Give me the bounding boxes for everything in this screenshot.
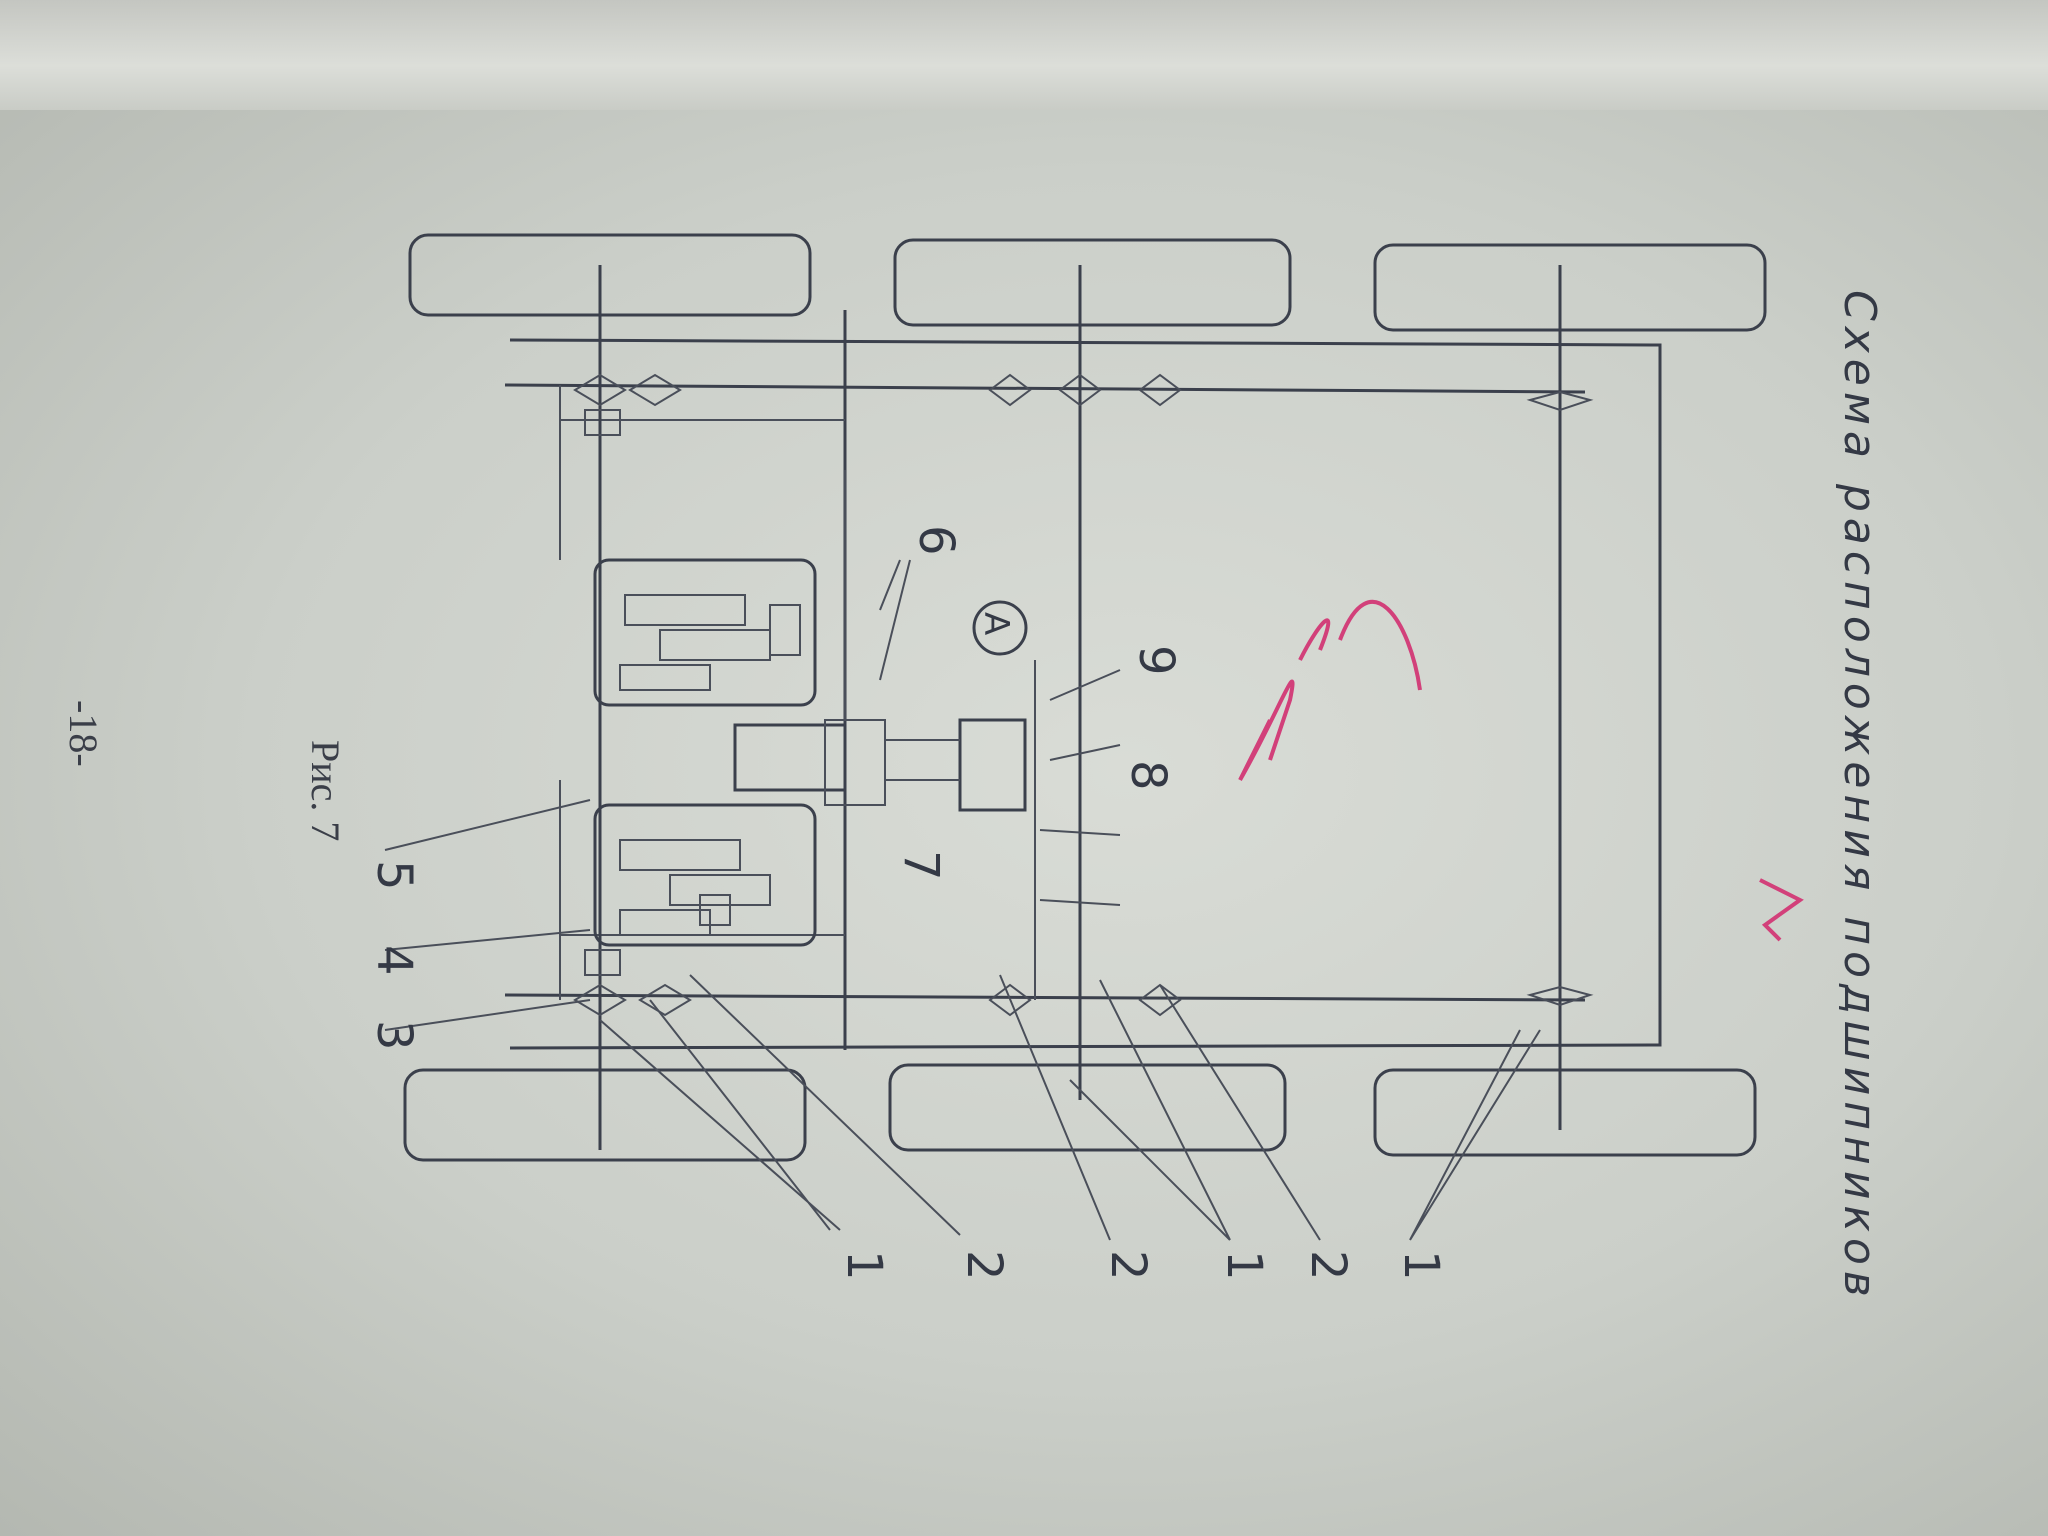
callout-label: 6: [908, 525, 964, 556]
wheel-top-middle: [893, 238, 1292, 327]
transmission-line-bottom: [559, 780, 845, 1000]
differential-unit: [733, 470, 1027, 812]
callouts-center: 6 7 8 9: [893, 525, 1184, 881]
page-binding-fold: [0, 0, 2048, 110]
page-number: -18-: [61, 700, 106, 767]
callout-label: 8: [1120, 760, 1176, 791]
callout-label: 1: [1393, 1250, 1449, 1281]
callout-label: 7: [893, 850, 949, 881]
wheel-bottom-middle: [888, 1063, 1287, 1152]
gearbox-upper: [593, 558, 817, 707]
callout-label: 1: [1216, 1250, 1272, 1281]
wheel-bottom-right: [1373, 1068, 1757, 1157]
bottom-axle-line: [504, 993, 1586, 1002]
diagram-title: Схема расположения подшипников: [1834, 290, 1885, 1303]
frame-outline: [509, 338, 1662, 1050]
callout-label: 9: [1128, 645, 1184, 676]
callout-label: 2: [1100, 1250, 1156, 1281]
wheel-bottom-left: [403, 1068, 807, 1162]
bearing-group-middle: [988, 265, 1182, 1100]
callout-label: 1: [836, 1250, 892, 1281]
callouts-bottom: 1 2 2 1 2 1: [836, 1250, 1449, 1281]
callout-leaders: [384, 559, 1541, 1241]
callout-label: 2: [956, 1250, 1012, 1281]
callout-label: 5: [366, 860, 422, 891]
callout-label: 3: [366, 1020, 422, 1051]
callouts-left: 3 4 5: [366, 860, 422, 1051]
wheel-top-left: [408, 233, 812, 317]
marker-a-label: A: [976, 612, 1016, 635]
callout-label: 2: [1300, 1250, 1356, 1281]
marker-a-circle: [972, 600, 1028, 656]
bearing-group-right: [1526, 265, 1594, 1130]
transmission-line-top: [559, 385, 845, 560]
red-pencil-mark: [1238, 600, 1422, 781]
red-pencil-number: [1759, 878, 1804, 942]
top-axle-line: [504, 383, 1586, 394]
figure-caption: Рис. 7: [303, 740, 348, 841]
gearbox-lower: [593, 803, 817, 947]
bearing-group-left: [573, 265, 692, 1150]
wheel-top-right: [1373, 243, 1767, 332]
callout-label: 4: [366, 945, 422, 976]
